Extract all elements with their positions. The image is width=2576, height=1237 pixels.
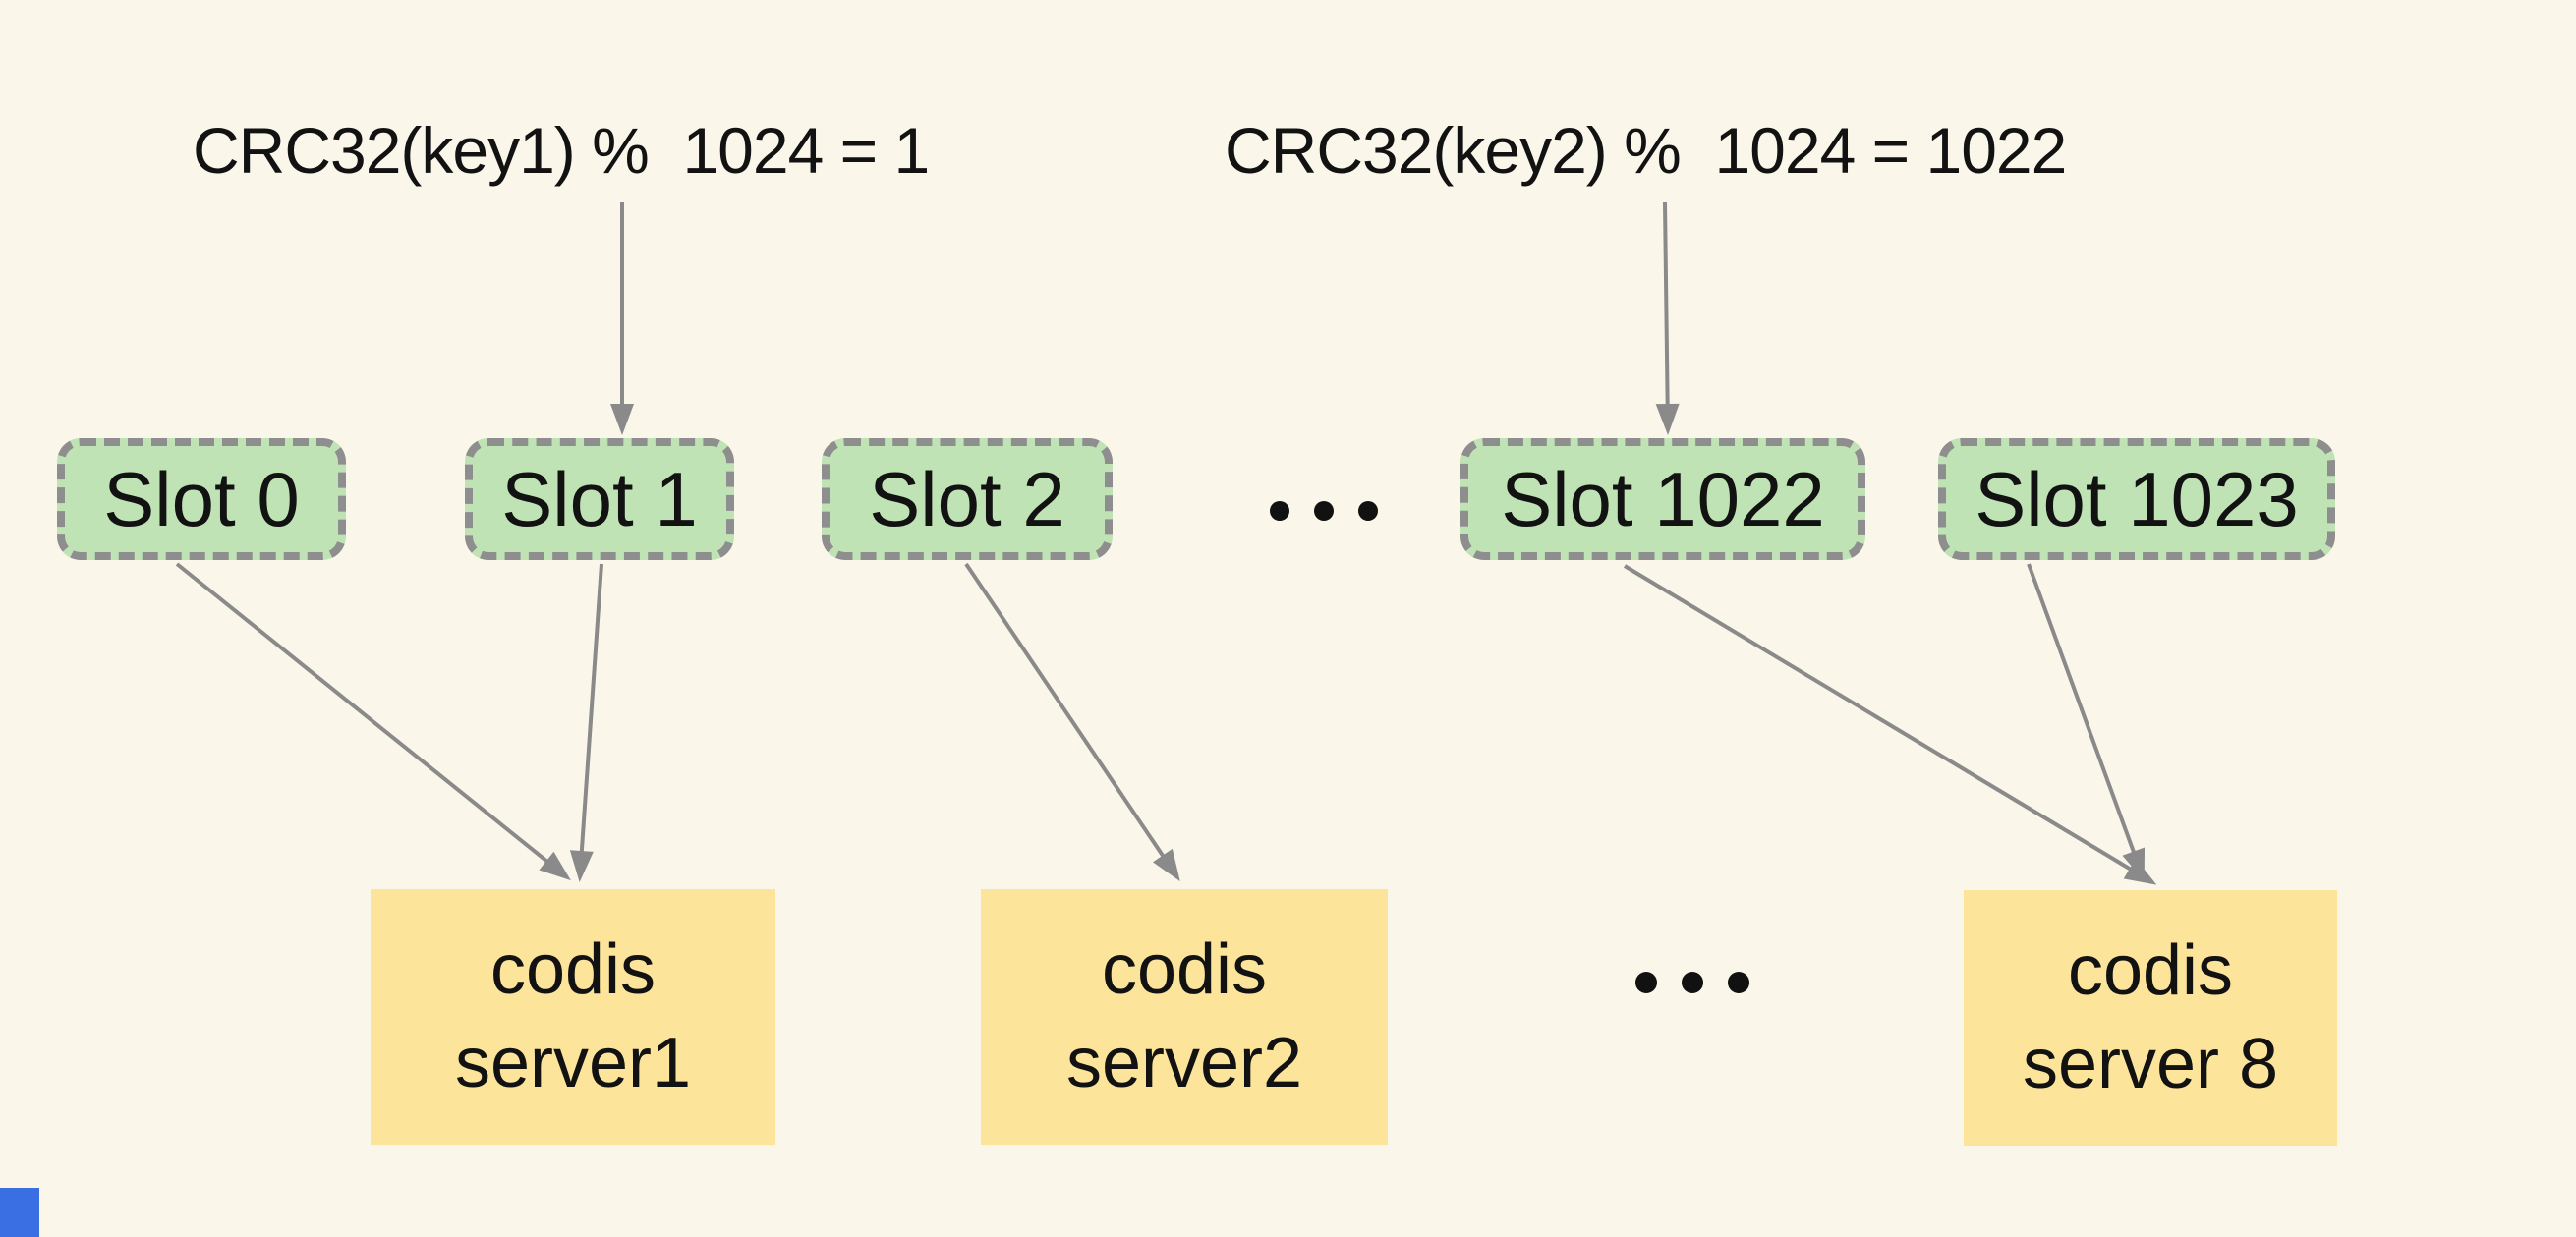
crc32-key2-label: CRC32(key2) % 1024 = 1022 [1225,114,2067,187]
crc32-key1-label: CRC32(key1) % 1024 = 1 [193,114,930,187]
arrow-crc32-key2-to-slot-1022 [1655,201,1680,435]
server2-label-line1: codis [1101,930,1268,1009]
servers-ellipsis-dot [1635,972,1657,993]
server1-label-line1: codis [489,930,657,1009]
codis-server2-node: codis server2 [981,889,1388,1145]
codis-server8-node: codis server 8 [1964,890,2337,1146]
slots-ellipsis-dot [1358,501,1378,521]
slot-1023-node: Slot 1023 [1938,438,2335,560]
arrow-slot-0-to-server-1 [175,562,571,881]
arrow-slot-1-to-server-1 [569,563,603,882]
servers-ellipsis-dot [1682,972,1703,993]
slots-ellipsis-dot [1314,501,1334,521]
server8-label-line1: codis [2067,931,2234,1010]
server2-label-line2: server2 [1065,1024,1303,1102]
server1-label-line2: server1 [454,1024,692,1102]
corner-accent-mark [0,1188,39,1237]
codis-server1-node: codis server1 [371,889,775,1145]
arrow-slot-1023-to-server-8 [2027,563,2146,881]
servers-ellipsis-dot [1728,972,1749,993]
arrow-slot-1022-to-server-8 [1623,564,2157,885]
slot-0-node: Slot 0 [57,438,346,560]
slot-2-node: Slot 2 [822,438,1113,560]
slot-1022-node: Slot 1022 [1460,438,1865,560]
server8-label-line2: server 8 [2022,1025,2279,1103]
slots-ellipsis-dot [1270,501,1289,521]
arrow-slot-2-to-server-2 [964,562,1180,882]
slot-1-node: Slot 1 [465,438,734,560]
